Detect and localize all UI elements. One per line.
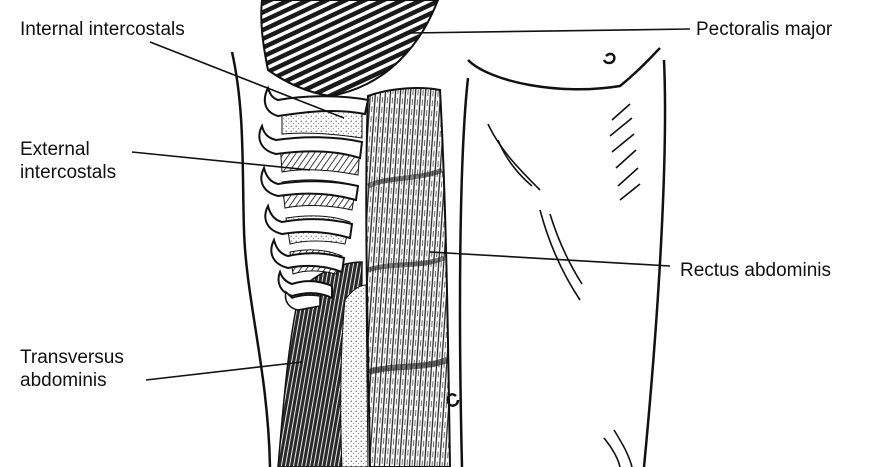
label-transversus-abdominis: Transversus abdominis [20,346,124,392]
right-chest-outline [468,48,660,89]
left-body-outline [232,52,270,467]
right-body-outline [644,60,665,467]
pectoralis-major-muscle [261,0,438,96]
label-rectus-abdominis: Rectus abdominis [680,259,831,282]
label-transversus-abdominis-line1: Transversus [20,346,124,369]
label-internal-intercostals: Internal intercostals [20,18,185,41]
aponeurosis-strip [341,285,368,467]
label-pectoralis-major: Pectoralis major [696,18,832,41]
label-external-intercostals-line2: intercostals [20,161,116,184]
surface-hatching [488,104,640,467]
nipple-mark [604,54,614,63]
label-external-intercostals-line1: External [20,138,116,161]
leader-transversus-abdominis [146,362,302,380]
label-transversus-abdominis-line2: abdominis [20,369,124,392]
label-external-intercostals: External intercostals [20,138,116,184]
leader-pectoralis-major [410,29,690,33]
leader-rectus-abdominis [430,252,670,266]
rectus-abdominis-muscle [366,88,450,467]
midline-outline [460,78,468,467]
